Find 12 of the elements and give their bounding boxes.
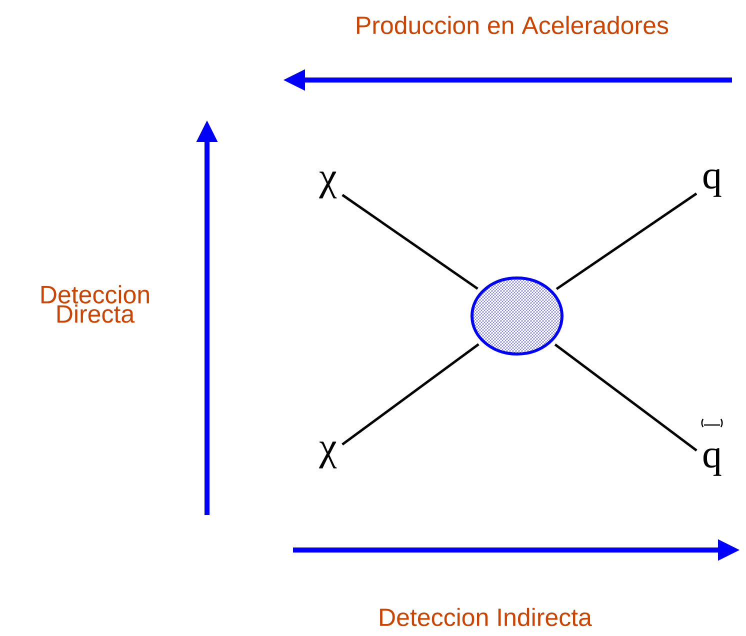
propagator-line xyxy=(556,192,698,290)
particle-label: χ xyxy=(319,442,337,468)
propagator-line xyxy=(342,194,478,290)
particle-label: q xyxy=(703,448,722,476)
particle-label: q xyxy=(703,169,722,197)
caption-label: Produccion en Aceleradores xyxy=(357,16,668,34)
caption-label: Deteccion Indirecta xyxy=(380,608,592,626)
propagator-line xyxy=(342,343,480,446)
caption-label: Deteccion Directa xyxy=(41,285,149,323)
interaction-blob xyxy=(470,276,564,356)
propagator-line xyxy=(554,344,698,452)
particle-label: χ xyxy=(319,172,337,198)
